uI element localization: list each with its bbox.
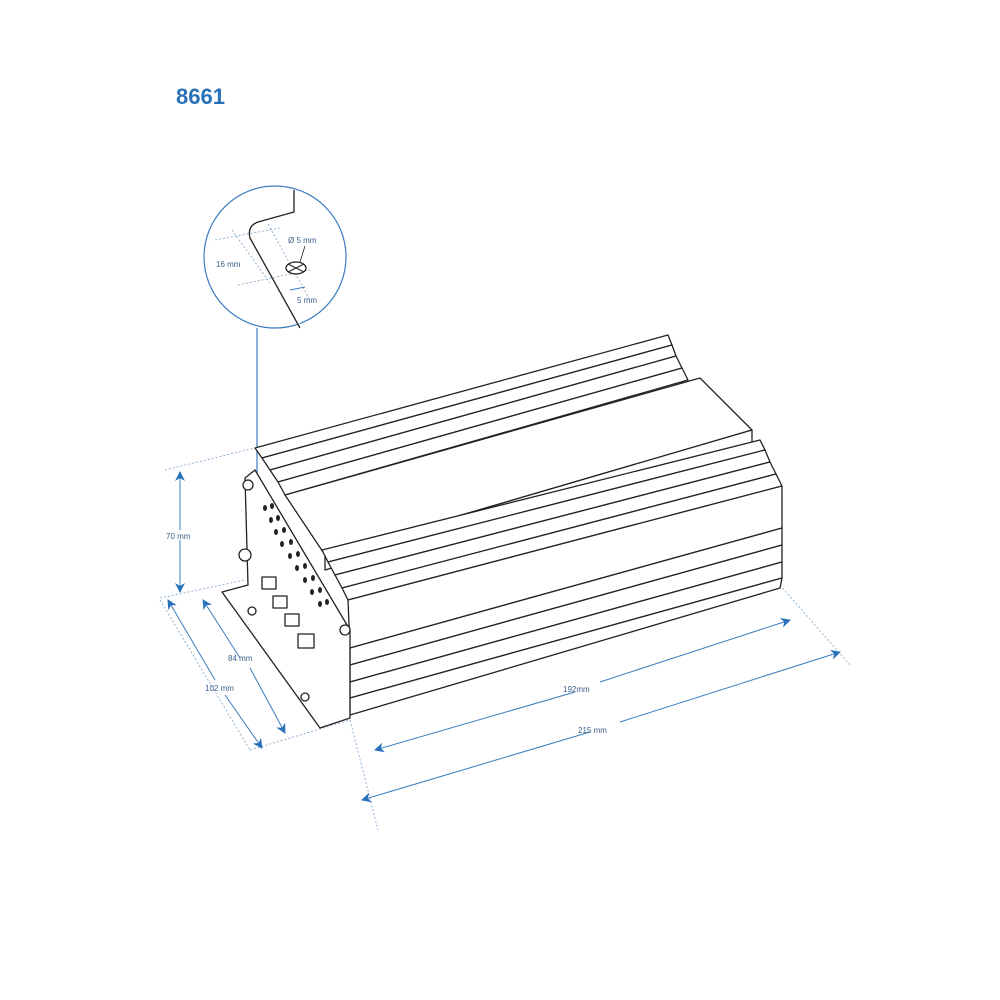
screw-icon bbox=[238, 548, 252, 562]
connector-terminal bbox=[272, 595, 288, 609]
mount-hole-icon bbox=[247, 606, 257, 616]
connector-terminal bbox=[261, 576, 277, 590]
connector-terminal bbox=[284, 613, 300, 627]
connector-terminal bbox=[297, 633, 315, 649]
depth-outer-label: 102 mm bbox=[205, 684, 234, 693]
dimension-arrows bbox=[167, 471, 841, 803]
vent-holes bbox=[263, 503, 329, 607]
model-title: 8661 bbox=[176, 84, 225, 109]
offset-16-label: 16 mm bbox=[216, 260, 241, 269]
height-label: 70 mm bbox=[166, 532, 191, 541]
screw-icon bbox=[339, 624, 351, 636]
hole-diameter-label: Ø 5 mm bbox=[288, 236, 317, 245]
offset-5-label: 5 mm bbox=[297, 296, 317, 305]
converter-body bbox=[221, 334, 783, 729]
length-outer-label: 215 mm bbox=[578, 726, 607, 735]
mount-hole-icon bbox=[300, 692, 310, 702]
length-inner-label: 192mm bbox=[563, 685, 590, 694]
screw-icon bbox=[242, 479, 254, 491]
depth-inner-label: 84 mm bbox=[228, 654, 253, 663]
mounting-hole-detail: Ø 5 mm 16 mm 5 mm bbox=[203, 185, 347, 585]
